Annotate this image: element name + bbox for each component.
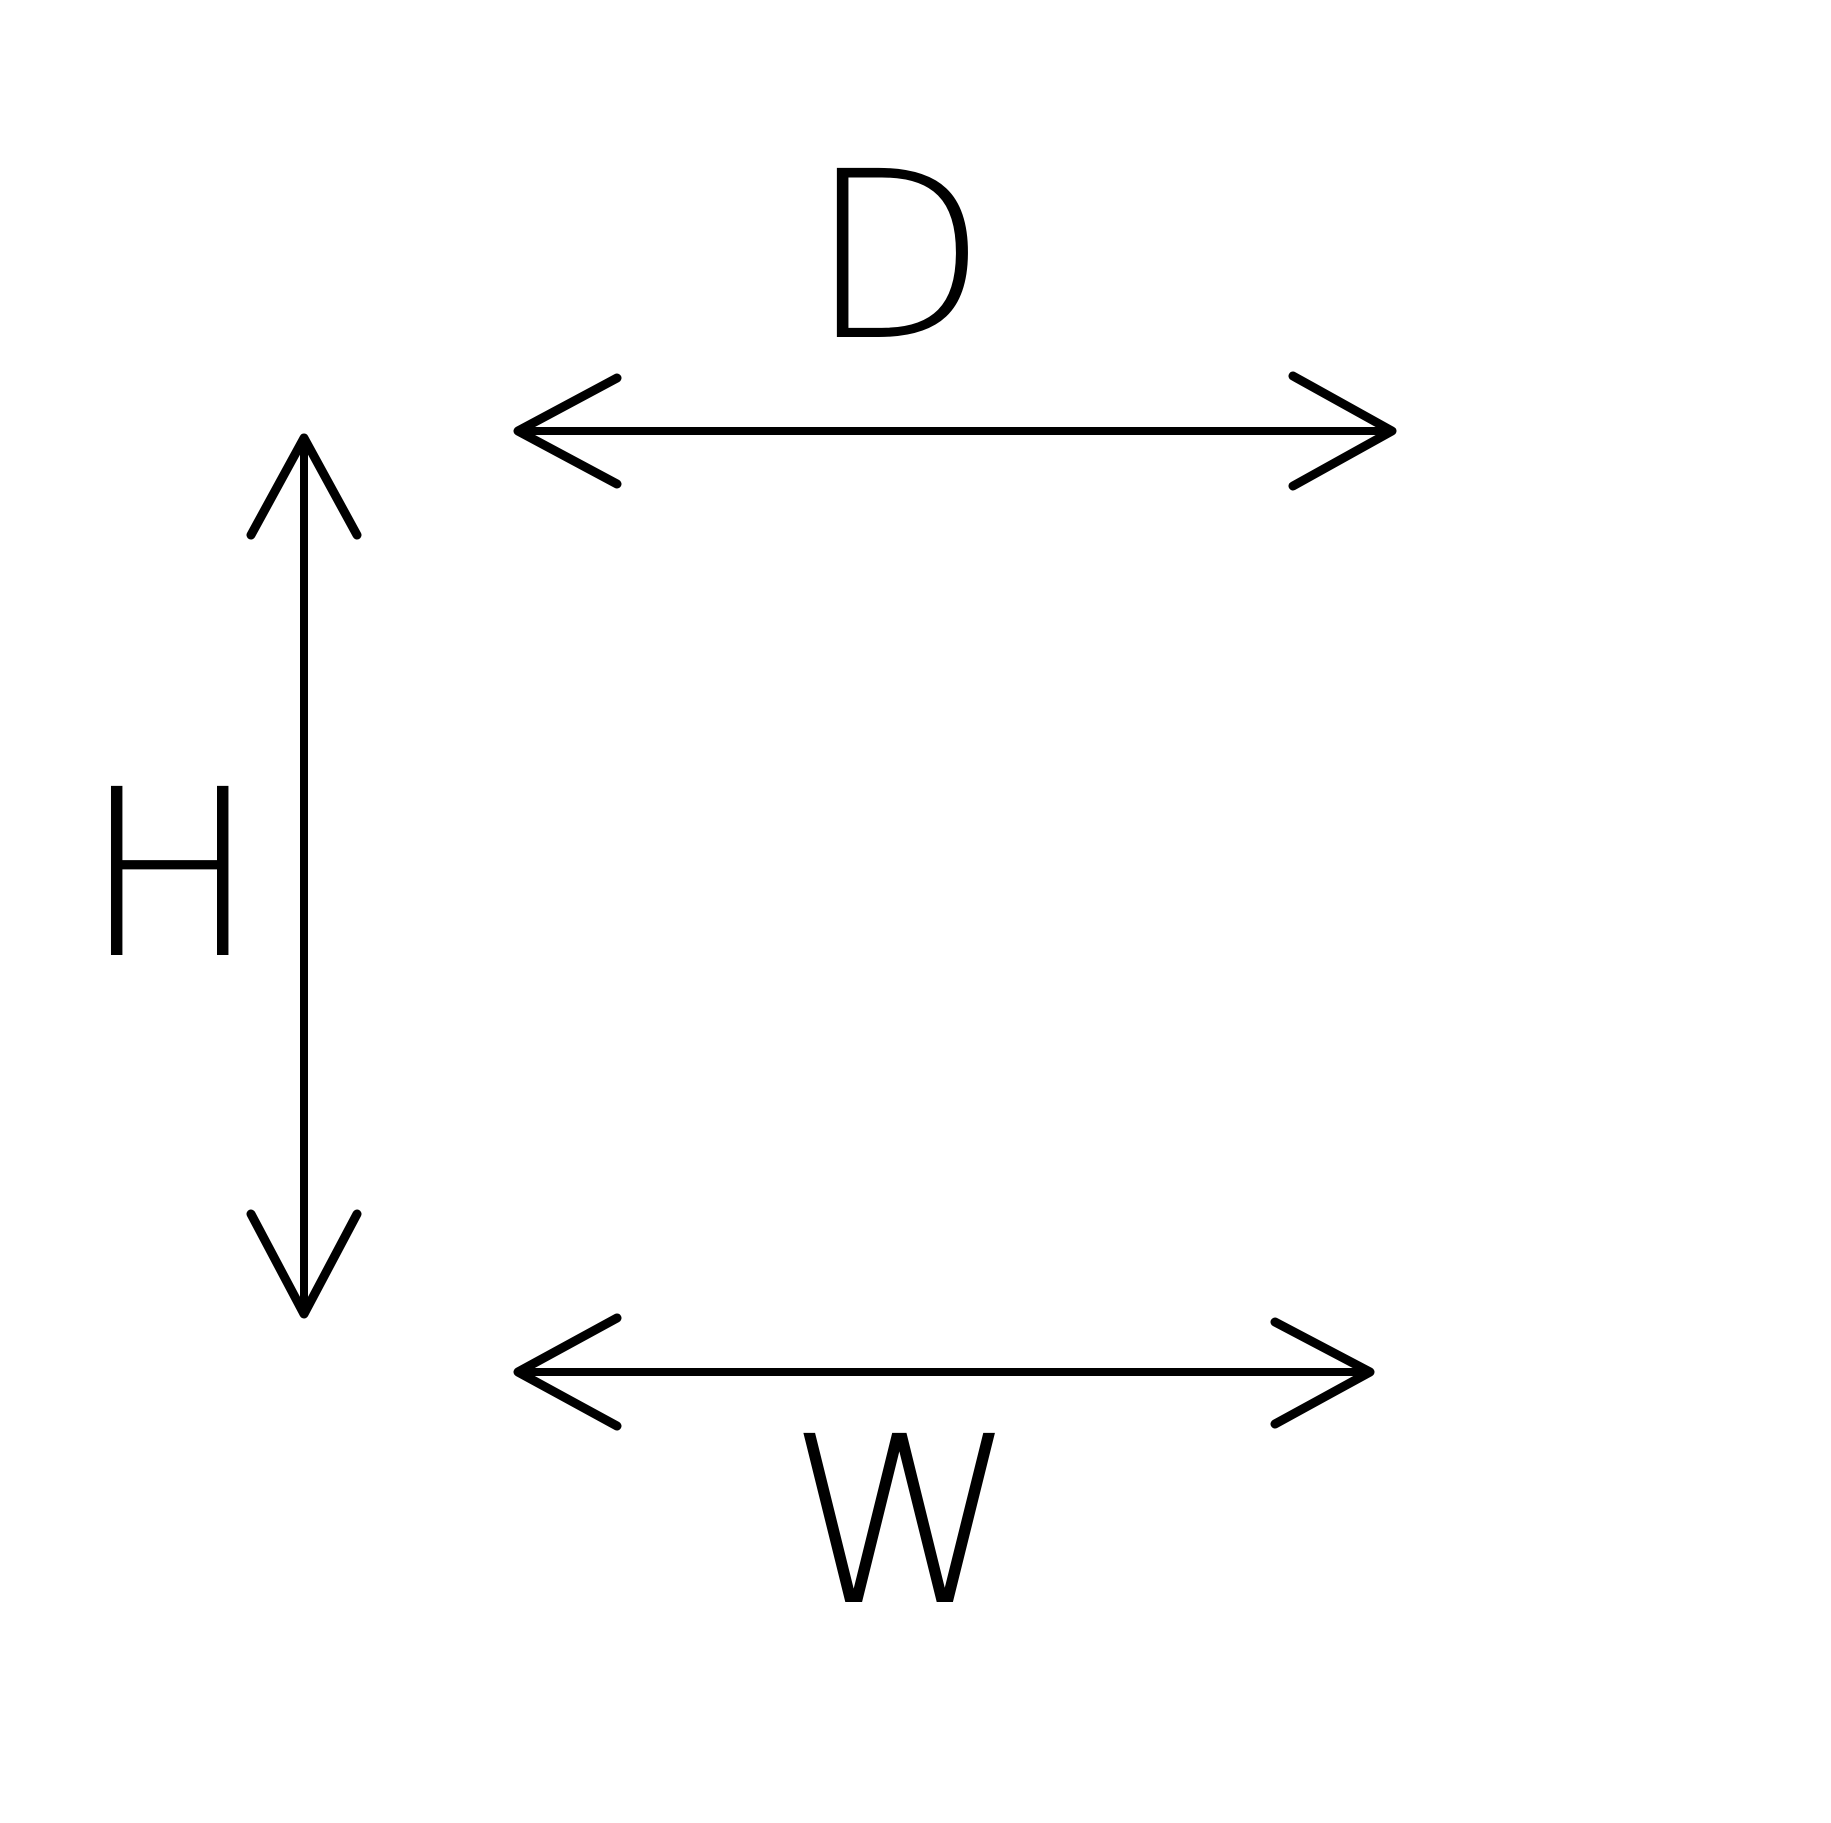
- height-arrow-top-head: [246, 433, 362, 540]
- depth-arrow-right-head: [1288, 371, 1397, 491]
- width-arrow: [513, 1313, 1375, 1431]
- depth-arrow: [513, 371, 1397, 491]
- width-arrow-right-head: [1270, 1317, 1375, 1429]
- height-arrow: [246, 433, 362, 1319]
- width-arrow-left-head: [513, 1313, 622, 1431]
- depth-arrow-left-head: [513, 373, 622, 489]
- width-label: W: [787, 1387, 1016, 1657]
- depth-label: D: [809, 122, 988, 392]
- height-arrow-bottom-head: [246, 1209, 362, 1319]
- height-label: H: [83, 740, 257, 1010]
